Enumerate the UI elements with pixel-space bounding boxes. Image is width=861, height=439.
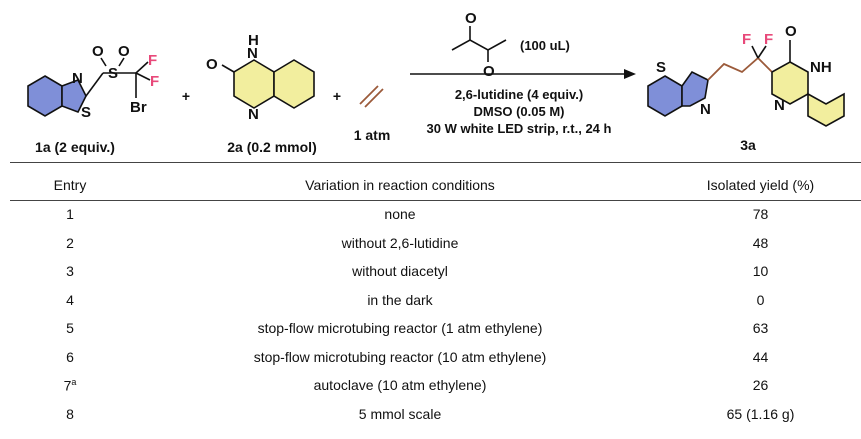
atom-n: N (72, 70, 83, 87)
ethylene-structure (359, 85, 384, 108)
table-header-rule (10, 200, 861, 201)
table-row: 8 5 mmol scale 65 (1.16 g) (0, 400, 861, 429)
table-row: 6 stop-flow microtubing reactor (10 atm … (0, 343, 861, 372)
entry-cell: 2 (0, 229, 140, 258)
yield-cell: 10 (752, 263, 769, 280)
entry-cell: 3 (0, 257, 140, 286)
table-header-row: Entry Variation in reaction conditions I… (0, 170, 861, 200)
atom-f: F (764, 31, 773, 48)
yield-cell: 0 (756, 291, 765, 308)
atom-o: O (206, 56, 218, 73)
entry-cell: 4 (0, 286, 140, 315)
entry-number: 7 (63, 377, 72, 394)
atom-br: Br (130, 99, 147, 116)
atom-n: N (700, 101, 711, 118)
atom-o: O (465, 10, 477, 27)
product-3a-label: 3a (740, 137, 756, 153)
entry-cell: 7a (0, 371, 140, 400)
table-top-rule (10, 162, 861, 163)
product-3a-structure: S N F F O NH N (647, 23, 845, 127)
variation-cell: stop-flow microtubing reactor (1 atm eth… (257, 320, 543, 337)
variation-cell: without diacetyl (352, 263, 448, 280)
atom-nh: NH (810, 59, 832, 76)
entry-number: 6 (66, 348, 74, 365)
entry-cell: 1 (0, 200, 140, 229)
conditions-line-1: 2,6-lutidine (4 equiv.) (455, 87, 583, 102)
yield-cell: 78 (752, 206, 769, 223)
table-row: 5 stop-flow microtubing reactor (1 atm e… (0, 314, 861, 343)
ethylene-label: 1 atm (354, 127, 391, 143)
conditions-line-3: 30 W white LED strip, r.t., 24 h (427, 121, 612, 136)
variation-cell: autoclave (10 atm ethylene) (313, 377, 487, 394)
header-yield: Isolated yield (%) (706, 177, 815, 193)
atom-f: F (148, 52, 157, 69)
optimization-table: Entry Variation in reaction conditions I… (0, 170, 861, 428)
yield-cell: 65 (1.16 g) (726, 405, 795, 422)
entry-cell: 5 (0, 314, 140, 343)
diacetyl-amount: (100 uL) (520, 38, 570, 53)
conditions-line-2: DMSO (0.05 M) (473, 104, 564, 119)
atom-o: O (483, 63, 495, 80)
reagent-2a-structure: O N H N (206, 32, 315, 123)
variation-cell: stop-flow microtubing reactor (10 atm et… (253, 348, 547, 365)
diacetyl-structure: O O (451, 10, 507, 80)
atom-n: N (248, 106, 259, 123)
entry-number: 3 (66, 263, 74, 280)
table-row: 4 in the dark 0 (0, 286, 861, 315)
table-row: 7a autoclave (10 atm ethylene) 26 (0, 371, 861, 400)
yield-cell: 26 (752, 377, 769, 394)
atom-s-sulfonyl: S (108, 65, 118, 82)
table-row: 1 none 78 (0, 200, 861, 229)
yield-cell: 48 (752, 234, 769, 251)
yield-cell: 63 (752, 320, 769, 337)
variation-cell: none (384, 206, 416, 223)
reagent-2a-label: 2a (0.2 mmol) (227, 139, 316, 155)
entry-number: 2 (66, 234, 74, 251)
entry-number: 8 (66, 405, 74, 422)
plus-sign: + (182, 88, 190, 104)
variation-cell: without 2,6-lutidine (341, 234, 459, 251)
atom-s: S (81, 104, 91, 121)
atom-f: F (150, 73, 159, 90)
atom-o: O (92, 43, 104, 60)
entry-number: 5 (66, 320, 74, 337)
reaction-scheme: N S S O O F F Br 1a (2 equiv.) + O N H N… (27, 10, 845, 155)
reagent-1a-structure: N S S O O F F Br (27, 43, 159, 121)
atom-o: O (785, 23, 797, 40)
plus-sign: + (333, 88, 341, 104)
entry-number: 1 (66, 206, 74, 223)
table-row: 3 without diacetyl 10 (0, 257, 861, 286)
atom-s: S (656, 59, 666, 76)
variation-cell: in the dark (367, 291, 433, 308)
atom-nh: N (247, 45, 258, 62)
entry-cell: 6 (0, 343, 140, 372)
atom-o: O (118, 43, 130, 60)
header-entry: Entry (53, 177, 87, 193)
atom-n: N (774, 97, 785, 114)
reaction-arrow (410, 69, 636, 79)
variation-cell: 5 mmol scale (358, 405, 442, 422)
entry-cell: 8 (0, 400, 140, 429)
atom-h: H (248, 32, 259, 49)
footnote-marker: a (71, 376, 77, 387)
table-row: 2 without 2,6-lutidine 48 (0, 229, 861, 258)
entry-number: 4 (66, 291, 74, 308)
atom-f: F (742, 31, 751, 48)
reagent-1a-label: 1a (2 equiv.) (35, 139, 115, 155)
yield-cell: 44 (752, 348, 769, 365)
header-variation: Variation in reaction conditions (305, 177, 495, 193)
